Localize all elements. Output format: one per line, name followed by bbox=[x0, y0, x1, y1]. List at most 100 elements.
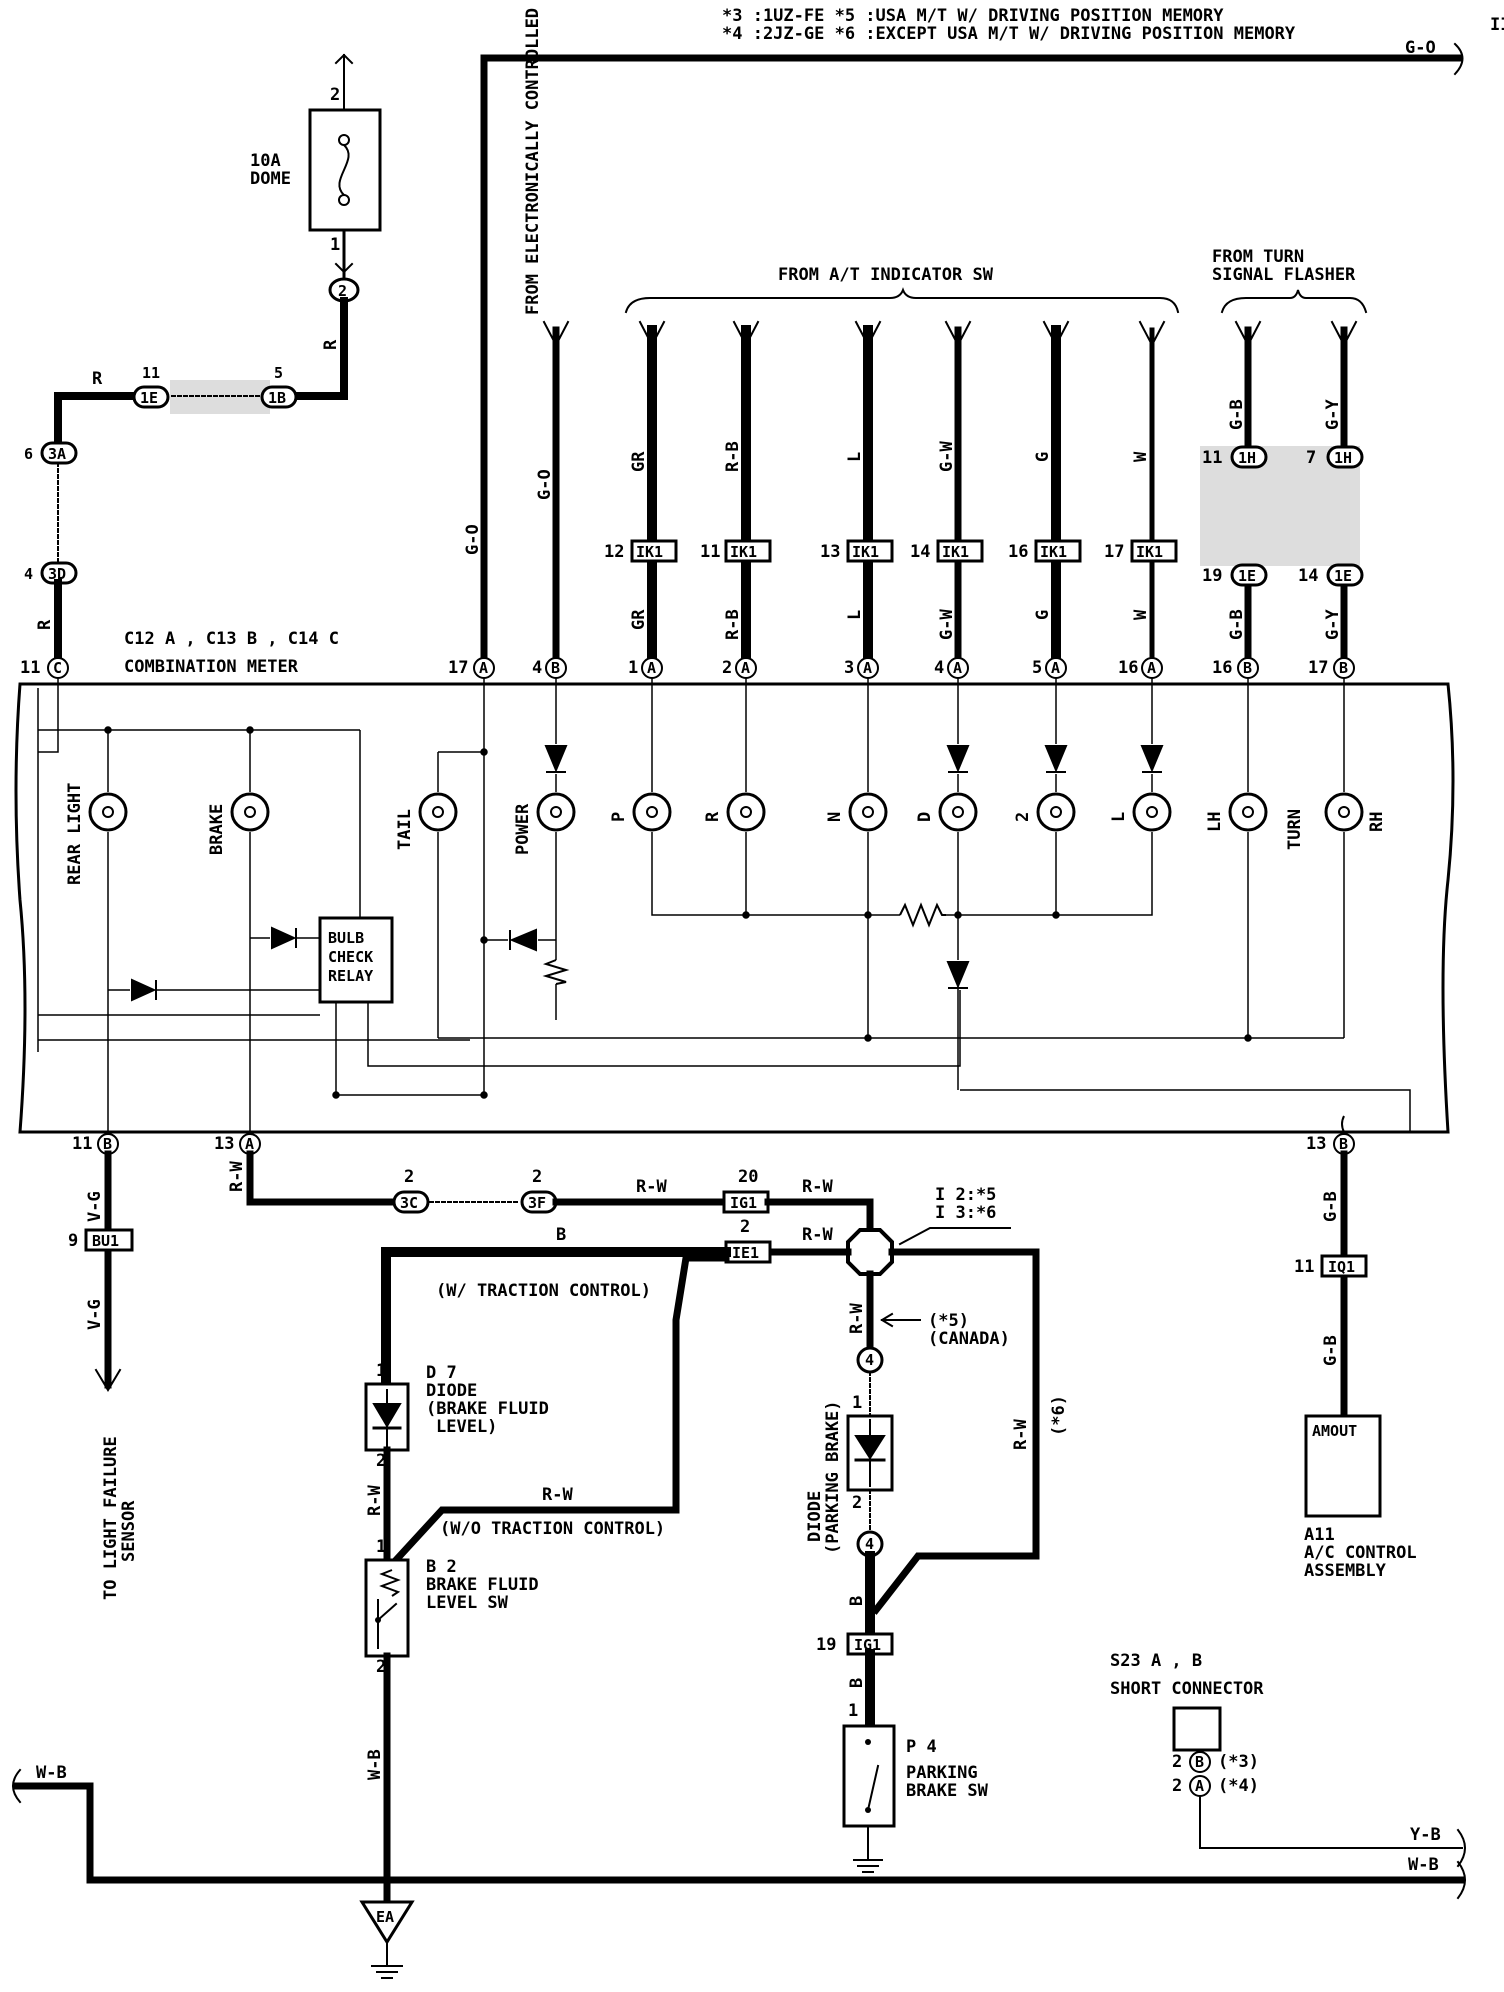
bu1-box: BU1 bbox=[92, 1232, 119, 1250]
l-label-2: L bbox=[845, 610, 865, 620]
gb-label-2: G-B bbox=[1227, 609, 1247, 640]
v-g-label-1: V-G bbox=[85, 1191, 105, 1222]
relay-line-3: RELAY bbox=[328, 967, 373, 985]
b2-line-2: LEVEL SW bbox=[426, 1593, 509, 1613]
pin-3a-conn: A bbox=[863, 659, 872, 677]
lamp-label-p: P bbox=[609, 812, 629, 822]
ik1-box-3: IK1 bbox=[852, 543, 879, 561]
ik1-pin-1: 12 bbox=[604, 542, 624, 562]
to-sensor-label-2: SENSOR bbox=[119, 1500, 139, 1562]
conn-4-bottom: 4 bbox=[865, 1535, 874, 1553]
lamp-d bbox=[938, 792, 978, 832]
pin-17b-conn: B bbox=[1339, 659, 1348, 677]
lamp-label-lh: LH bbox=[1205, 812, 1225, 832]
conn-1e-right: 1E bbox=[1334, 567, 1352, 585]
b-label-1: B bbox=[556, 1225, 566, 1245]
gr-label-1: GR bbox=[629, 451, 649, 472]
v-g-label-2: V-G bbox=[85, 1299, 105, 1330]
conn-3a: 3A bbox=[48, 445, 66, 463]
w-label-2: W bbox=[1131, 609, 1151, 620]
pin-11b: 11 bbox=[72, 1134, 92, 1154]
g-o-label-4b: G-O bbox=[535, 469, 555, 500]
r-w-label-7: R-W bbox=[847, 1303, 867, 1334]
p4-switch-component: P 4 PARKING BRAKE SW bbox=[842, 1724, 989, 1873]
incoming-wires: G-O GR GR R-B R-B L L G-W G-W G G W W bbox=[535, 320, 1358, 667]
pin-11c: 11 bbox=[20, 658, 40, 678]
conn-1h-right-pin: 7 bbox=[1306, 448, 1316, 468]
lamp-l bbox=[1132, 792, 1172, 832]
iq1-pin: 11 bbox=[1294, 1257, 1314, 1277]
dpb-line-2: (PARKING BRAKE) bbox=[823, 1400, 843, 1554]
ect-source-label: FROM ELECTRONICALLY CONTROLLED TRANSMISS… bbox=[523, 0, 543, 315]
pin-2a: 2 bbox=[722, 658, 732, 678]
s23-note-a: (*4) bbox=[1218, 1776, 1259, 1796]
conn-3c: 3C bbox=[400, 1194, 418, 1212]
ik1-pin-2: 11 bbox=[700, 542, 720, 562]
pin-17a: 17 bbox=[448, 658, 468, 678]
fuse-10a-dome: 2 10A DOME 1 2 bbox=[250, 53, 382, 303]
ig1-pin-19: 19 bbox=[816, 1635, 836, 1655]
gy-label-1: G-Y bbox=[1323, 399, 1343, 430]
conn-1e-left-pin: 19 bbox=[1202, 566, 1222, 586]
star6-label: (*6) bbox=[1049, 1395, 1069, 1436]
junction-label-1: I 2:*5 bbox=[935, 1185, 996, 1205]
conn-4-top: 4 bbox=[865, 1351, 874, 1369]
ik1-pin-6: 17 bbox=[1104, 542, 1124, 562]
r-w-label-5: R-W bbox=[542, 1485, 573, 1505]
ik1-pin-4: 14 bbox=[910, 542, 930, 562]
p4-line-2: BRAKE SW bbox=[906, 1781, 989, 1801]
conn-3d-pin: 4 bbox=[24, 565, 33, 583]
pin-5a-conn: A bbox=[1051, 659, 1060, 677]
s23-pin-b: 2 bbox=[1172, 1752, 1182, 1772]
v-g-wire: V-G BU1 9 V-G TO LIGHT FAILURE SENSOR bbox=[68, 1150, 139, 1600]
conn-1h-left: 1H bbox=[1238, 449, 1256, 467]
ig1-box-20: IG1 bbox=[730, 1194, 757, 1212]
conn-3a-pin: 6 bbox=[24, 445, 33, 463]
pin-3a: 3 bbox=[844, 658, 854, 678]
s23-name: SHORT CONNECTOR bbox=[1110, 1679, 1264, 1699]
relay-line-1: BULB bbox=[328, 929, 364, 947]
lamp-r bbox=[726, 792, 766, 832]
ac-control-component: G-B IQ1 11 G-B AMOUT A11 A/C CONTROL ASS… bbox=[1294, 1150, 1417, 1581]
gw-label-2: G-W bbox=[937, 609, 957, 640]
conn-3f-pin: 2 bbox=[532, 1167, 542, 1187]
ac-box-label: AMOUT bbox=[1312, 1422, 1357, 1440]
lamp-label-power: POWER bbox=[513, 803, 533, 855]
lamp-rear-light bbox=[88, 792, 128, 832]
ie1-pin: 2 bbox=[740, 1217, 750, 1237]
b-label-3: B bbox=[847, 1678, 867, 1688]
r-w-wire: R-W 3C 2 3F 2 R-W IG1 20 R-W I 2:*5 I 3:… bbox=[227, 1150, 1011, 1246]
fuse-rating: 10A bbox=[250, 151, 281, 171]
r-w-label-4: R-W bbox=[802, 1225, 833, 1245]
pin-13a-conn: A bbox=[245, 1135, 254, 1153]
b2-line-1: BRAKE FLUID bbox=[426, 1575, 539, 1595]
b2-switch-component: B 2 BRAKE FLUID LEVEL SW 2 W-B bbox=[364, 1557, 539, 1904]
ik1-box-5: IK1 bbox=[1040, 543, 1067, 561]
b2-pin1: 1 bbox=[376, 1537, 386, 1557]
s23-conn-b: B bbox=[1195, 1753, 1204, 1771]
pin-2a-conn: A bbox=[741, 659, 750, 677]
d7-line-2: (BRAKE FLUID bbox=[426, 1399, 549, 1419]
to-sensor-label-1: TO LIGHT FAILURE bbox=[101, 1436, 121, 1600]
d7-id: D 7 bbox=[426, 1363, 457, 1383]
pin-17a-conn: A bbox=[479, 659, 488, 677]
p4-id: P 4 bbox=[906, 1737, 937, 1757]
lamp-label-turn: TURN bbox=[1285, 809, 1305, 850]
at-indicator-label: FROM A/T INDICATOR SW bbox=[778, 265, 994, 285]
r-w-label-6: R-W bbox=[365, 1485, 385, 1516]
meter-bottom-pins: B 11 A 13 B 13 bbox=[72, 1115, 1355, 1155]
b2-id: B 2 bbox=[426, 1557, 457, 1577]
pin-16a-conn: A bbox=[1147, 659, 1156, 677]
lamp-label-tail: TAIL bbox=[395, 809, 415, 850]
header-notes: *3 :1UZ-FE *5 :USA M/T W/ DRIVING POSITI… bbox=[722, 6, 1504, 44]
lamp-label-r: R bbox=[703, 811, 723, 822]
conn-1b: 1B bbox=[268, 389, 286, 407]
g-b-label-3: G-B bbox=[1321, 1191, 1341, 1222]
wo-traction-label: (W/O TRACTION CONTROL) bbox=[440, 1519, 665, 1539]
pin-16a: 16 bbox=[1118, 658, 1138, 678]
r-label-1: R bbox=[321, 339, 341, 350]
ie1-box: IE1 bbox=[732, 1244, 759, 1262]
lamp-label-brake: BRAKE bbox=[207, 804, 227, 855]
ig1-pin-20: 20 bbox=[738, 1167, 758, 1187]
a11-id: A11 bbox=[1304, 1525, 1335, 1545]
